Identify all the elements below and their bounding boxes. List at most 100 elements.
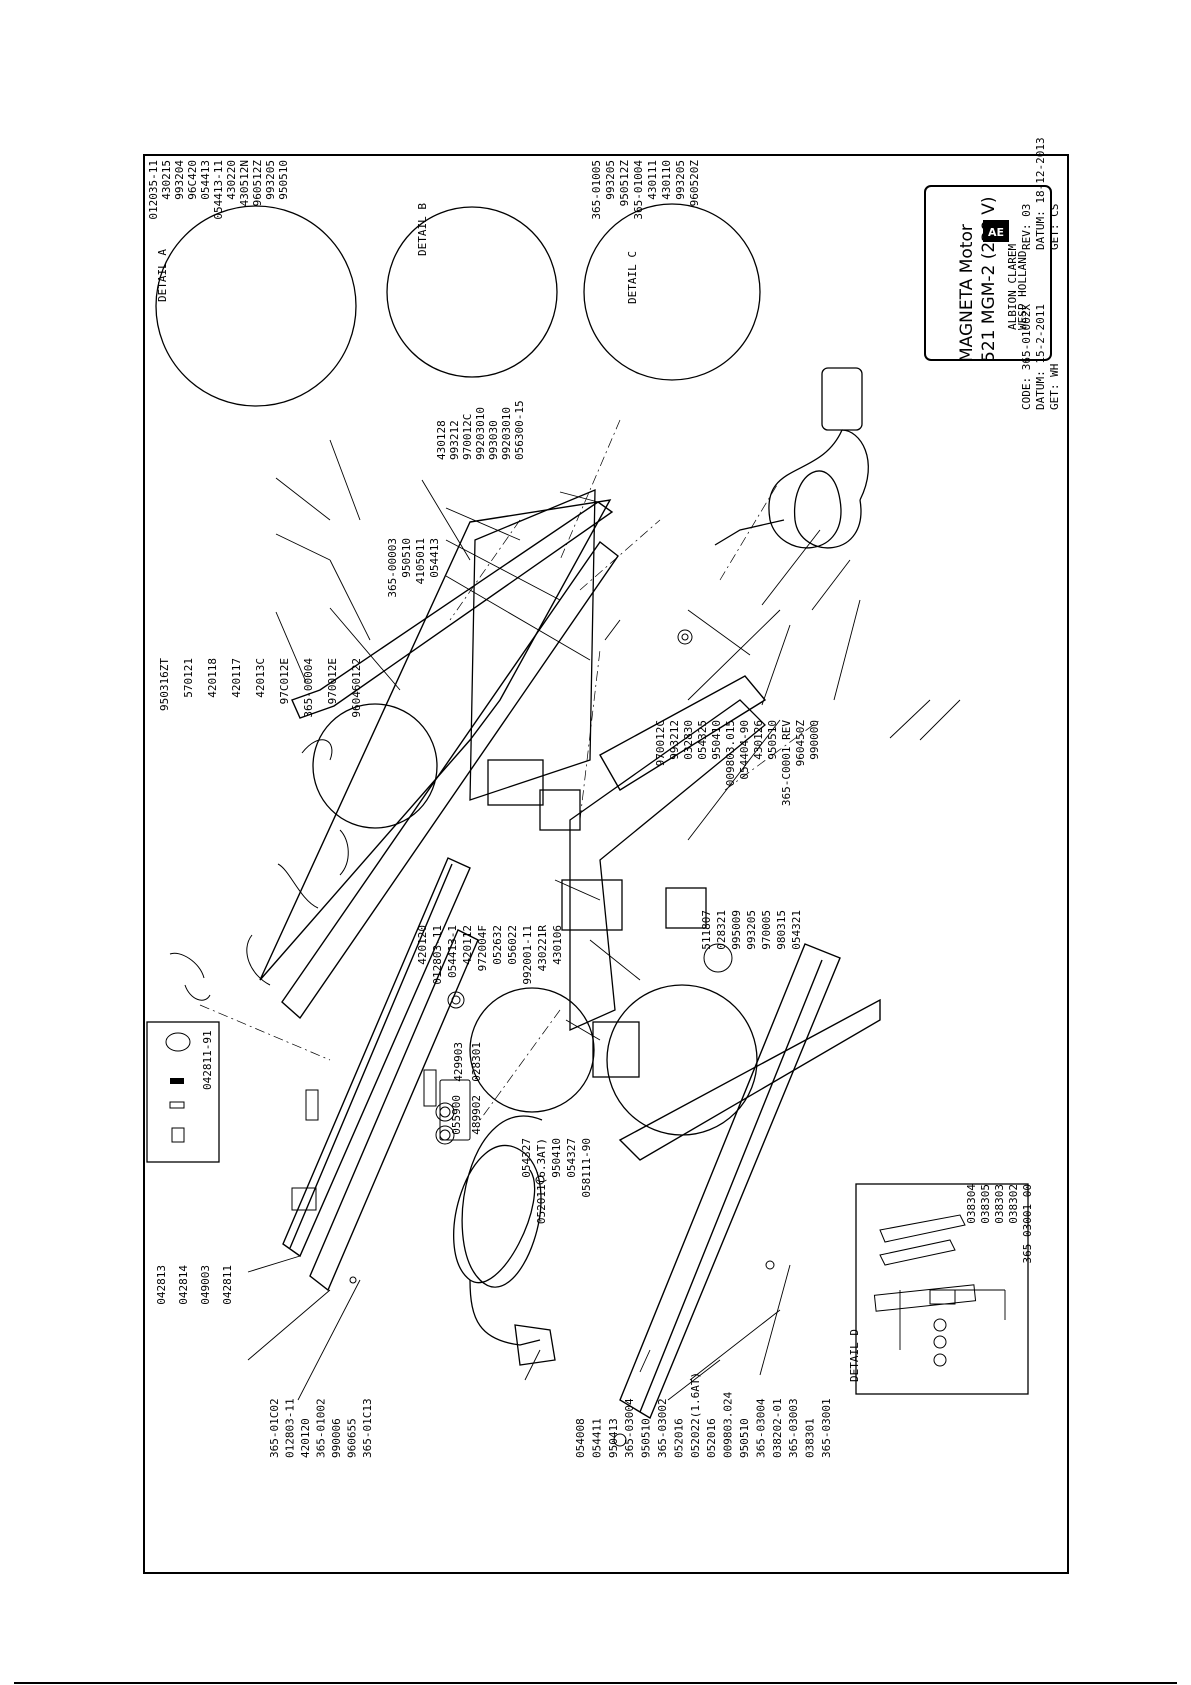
code-text: CODE: 365-01002X	[1020, 304, 1033, 410]
detail-a-circle	[155, 205, 357, 407]
part-label: 960450Z	[794, 720, 807, 767]
datum-rev-text: DATUM: 18-12-2013	[1034, 137, 1047, 250]
part-label: 052022(1.6AT)	[689, 1372, 702, 1458]
part-label: 430126	[752, 720, 765, 760]
part-label: 038302	[1007, 1184, 1020, 1224]
part-label: 365-03002	[656, 1398, 669, 1458]
logo-text: AE	[988, 226, 1004, 239]
rails	[259, 499, 881, 1420]
detail-d-title: DETAIL D	[848, 1329, 861, 1382]
motors	[487, 759, 707, 1078]
motor-2	[592, 1021, 640, 1078]
part-label: 990006	[330, 1418, 343, 1458]
part-label: 950316ZT	[158, 658, 171, 711]
part-label: 009803.015	[724, 720, 737, 786]
datum-text: DATUM: 15-2-2011	[1034, 304, 1047, 410]
part-label: 950410	[550, 1138, 563, 1178]
part-label: 052011(6.3AT)	[535, 1138, 548, 1224]
part-label: 980315	[775, 910, 788, 950]
part-label: 430220	[225, 160, 238, 200]
lower-rail	[619, 943, 841, 1420]
cover-panel	[469, 489, 596, 801]
part-label: 042811	[221, 1265, 234, 1305]
part-label: 950510	[766, 720, 779, 760]
part-label: 054327	[520, 1138, 533, 1178]
part-label: 365-01C13	[361, 1398, 374, 1458]
part-label: 365-01C02	[268, 1398, 281, 1458]
part-label: 032830	[682, 720, 695, 760]
motor-1	[561, 879, 623, 931]
transformer	[487, 759, 544, 806]
detail-d-box	[855, 1183, 1029, 1395]
part-label: 054413	[428, 538, 441, 578]
part-label: 012803-11	[431, 925, 444, 985]
part-label: 365-C0001 REV	[780, 720, 793, 806]
rev-text: REV: 03	[1020, 204, 1033, 250]
part-label: 993212	[668, 720, 681, 760]
part-label: 420120	[416, 925, 429, 965]
detail-b-callout-circle	[469, 987, 595, 1113]
part-label: 365-03003	[787, 1398, 800, 1458]
center-lines	[199, 419, 821, 1121]
long-rail-2	[309, 929, 479, 1292]
part-label: 950410	[710, 720, 723, 760]
part-label: 992001-11	[521, 925, 534, 985]
part-label: 97C012E	[278, 658, 291, 704]
part-label: 365-01002	[315, 1398, 328, 1458]
long-rail-1	[282, 857, 471, 1258]
part-label: 950510	[640, 1418, 653, 1458]
kit-box: 042811-91	[146, 1021, 220, 1163]
part-label: 365-00004	[302, 658, 315, 718]
part-label: 054413-1	[446, 925, 459, 978]
part-label: 430106	[551, 925, 564, 965]
part-label: 511807	[700, 910, 713, 950]
detail-c-circle	[583, 203, 761, 381]
part-label: 420112	[461, 925, 474, 965]
part-label: 054008	[574, 1418, 587, 1458]
part-label: 052632	[491, 925, 504, 965]
company-line-1: ALBION CLAREM	[1006, 244, 1019, 330]
part-label: 430111	[646, 160, 659, 200]
part-label: 993205	[604, 160, 617, 200]
bottom-rule	[14, 1682, 1177, 1684]
part-label: 950510	[277, 160, 290, 200]
part-label: 970012E	[326, 658, 339, 704]
part-label: 430215	[160, 160, 173, 200]
kit-box-title: 042811-91	[201, 1030, 214, 1090]
detail-c-callout-circle	[606, 984, 758, 1136]
part-label: 993205	[745, 910, 758, 950]
part-label: 365-03001-00	[1021, 1184, 1034, 1263]
part-label: 052016	[672, 1418, 685, 1458]
part-label: 420118	[206, 658, 219, 698]
part-label: 950413	[607, 1418, 620, 1458]
part-label: 012803-11	[284, 1398, 297, 1458]
part-label: 970005	[760, 910, 773, 950]
detail-circles	[155, 203, 761, 1136]
part-label: 054411	[590, 1418, 603, 1458]
part-label: 054321	[790, 910, 803, 950]
part-label: 054404-90	[738, 720, 751, 780]
part-label: 570121	[182, 658, 195, 698]
part-label: 993205	[264, 160, 277, 200]
part-label: 058111-90	[580, 1138, 593, 1198]
get-rev-text: GET: CS	[1048, 204, 1061, 250]
foot-switch	[714, 367, 869, 549]
part-label: 028321	[715, 910, 728, 950]
part-label: 049003	[199, 1265, 212, 1305]
part-label: 052016	[705, 1418, 718, 1458]
part-label: 972004F	[476, 925, 489, 971]
base-plate	[618, 998, 881, 1161]
detail-b-title: DETAIL B	[416, 203, 429, 256]
part-label: 042813	[155, 1265, 168, 1305]
detail-a-callout-circle	[312, 703, 438, 829]
power-cord	[453, 1115, 556, 1366]
company-logo	[983, 220, 1009, 242]
part-label: 365-03001	[820, 1398, 833, 1458]
part-label: 99203010	[500, 407, 513, 460]
part-label: 4105011	[414, 538, 427, 584]
part-label: 054413-11	[212, 160, 225, 220]
part-label: 028301	[470, 1042, 483, 1082]
title-block: MAGNETA Motor 521 MGM-2 (230 V) AE ALBIO…	[924, 137, 1061, 410]
part-label: 429903	[452, 1042, 465, 1082]
part-label: 365-03004	[623, 1398, 636, 1458]
